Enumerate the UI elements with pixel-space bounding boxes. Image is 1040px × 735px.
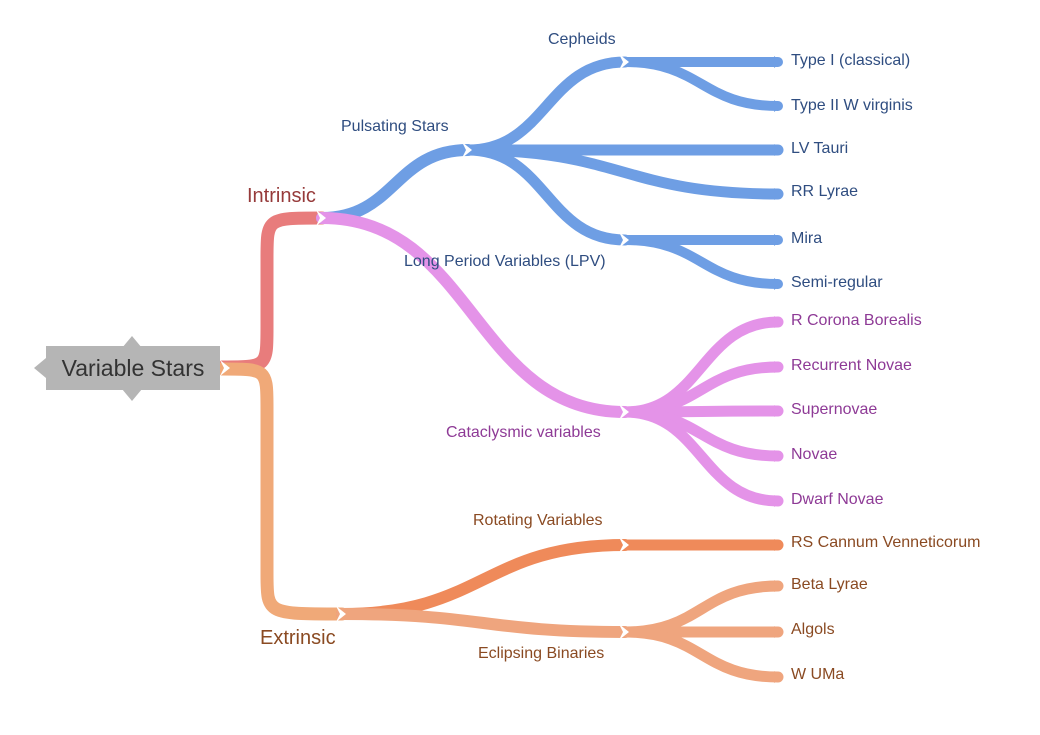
- chevron-cataclysmic: [619, 404, 629, 420]
- leaf-r-corona-borealis[interactable]: R Corona Borealis: [791, 312, 922, 329]
- leaf-tip-7: [774, 361, 782, 373]
- leaf-tip-1: [774, 100, 782, 112]
- node-lpv[interactable]: Long Period Variables (LPV): [404, 253, 606, 270]
- leaf-algols[interactable]: Algols: [791, 621, 835, 638]
- leaf-rs-cannum-venneticorum[interactable]: RS Cannum Venneticorum: [791, 534, 981, 551]
- edge-eclipsing-leaf-2: [619, 626, 784, 683]
- leaf-w-uma[interactable]: W UMa: [791, 666, 845, 683]
- leaf-supernovae[interactable]: Supernovae: [791, 401, 878, 418]
- leaf-tip-11: [774, 539, 782, 551]
- root-node-label: Variable Stars: [61, 354, 205, 381]
- leaf-rr-lyrae[interactable]: RR Lyrae: [791, 183, 858, 200]
- leaf-beta-lyrae[interactable]: Beta Lyrae: [791, 576, 868, 593]
- chevron-eclipsing: [619, 624, 629, 640]
- edge-extrinsic-eclipsing: [336, 608, 631, 638]
- leaf-tip-3: [774, 188, 782, 200]
- leaf-tip-4: [774, 234, 782, 246]
- edge-pulsating-cepheids: [462, 56, 631, 156]
- leaf-tip-10: [774, 495, 782, 507]
- edge-intrinsic-cataclysmic: [316, 212, 631, 418]
- leaf-novae[interactable]: Novae: [791, 446, 838, 463]
- chevron-root: [220, 360, 230, 376]
- edge-cataclysmic-leaf-4: [619, 406, 784, 507]
- node-cataclysmic-variables[interactable]: Cataclysmic variables: [446, 424, 601, 441]
- leaf-tip-8: [774, 405, 782, 417]
- leaf-tip-2: [774, 144, 782, 156]
- leaf-recurrent-novae[interactable]: Recurrent Novae: [791, 357, 912, 374]
- node-pulsating-stars[interactable]: Pulsating Stars: [341, 118, 449, 135]
- leaf-tip-12: [774, 580, 782, 592]
- edge-cepheids-type-ii: [620, 57, 783, 111]
- edge-pulsating-lpv: [462, 144, 631, 246]
- leaf-tip-0: [774, 56, 782, 68]
- leaf-tip-9: [774, 450, 782, 462]
- edge-lpv-semi-regular: [620, 235, 783, 289]
- leaf-semi-regular[interactable]: Semi-regular: [791, 274, 883, 291]
- leaf-tip-13: [774, 626, 782, 638]
- leaf-tip-5: [774, 278, 782, 290]
- edge-root-intrinsic: [215, 211, 329, 374]
- node-eclipsing-binaries[interactable]: Eclipsing Binaries: [478, 645, 605, 662]
- leaf-type-i-classical[interactable]: Type I (classical): [791, 52, 911, 69]
- root-expand-handle-bottom[interactable]: [122, 389, 142, 401]
- root-node[interactable]: Variable Stars: [46, 346, 220, 390]
- node-rotating-variables[interactable]: Rotating Variables: [473, 512, 603, 529]
- leaf-lv-tauri[interactable]: LV Tauri: [791, 140, 849, 157]
- node-cepheids[interactable]: Cepheids: [548, 31, 616, 48]
- root-expand-handle-top[interactable]: [122, 336, 142, 348]
- node-extrinsic[interactable]: Extrinsic: [260, 627, 336, 649]
- edge-extrinsic-rotating: [336, 539, 631, 620]
- chevron-lpv: [619, 232, 629, 248]
- leaf-tip-6: [774, 316, 782, 328]
- edge-intrinsic-pulsating: [316, 144, 474, 224]
- chevron-cepheids: [619, 54, 629, 70]
- node-intrinsic[interactable]: Intrinsic: [247, 185, 316, 207]
- chevron-pulsating: [462, 142, 472, 158]
- leaf-mira[interactable]: Mira: [791, 230, 823, 247]
- edge-eclipsing-leaf-0: [619, 580, 784, 638]
- edge-pulsating-rr-lyrae: [462, 144, 784, 200]
- chevron-rotating: [619, 537, 629, 553]
- leaf-tip-14: [774, 671, 782, 683]
- edge-root-extrinsic: [215, 362, 349, 621]
- leaf-dwarf-novae[interactable]: Dwarf Novae: [791, 491, 884, 508]
- chevron-intrinsic: [316, 210, 326, 226]
- chevron-extrinsic: [336, 606, 346, 622]
- root-expand-handle-left[interactable]: [34, 358, 46, 378]
- leaf-type-ii-w-virginis[interactable]: Type II W virginis: [791, 97, 913, 114]
